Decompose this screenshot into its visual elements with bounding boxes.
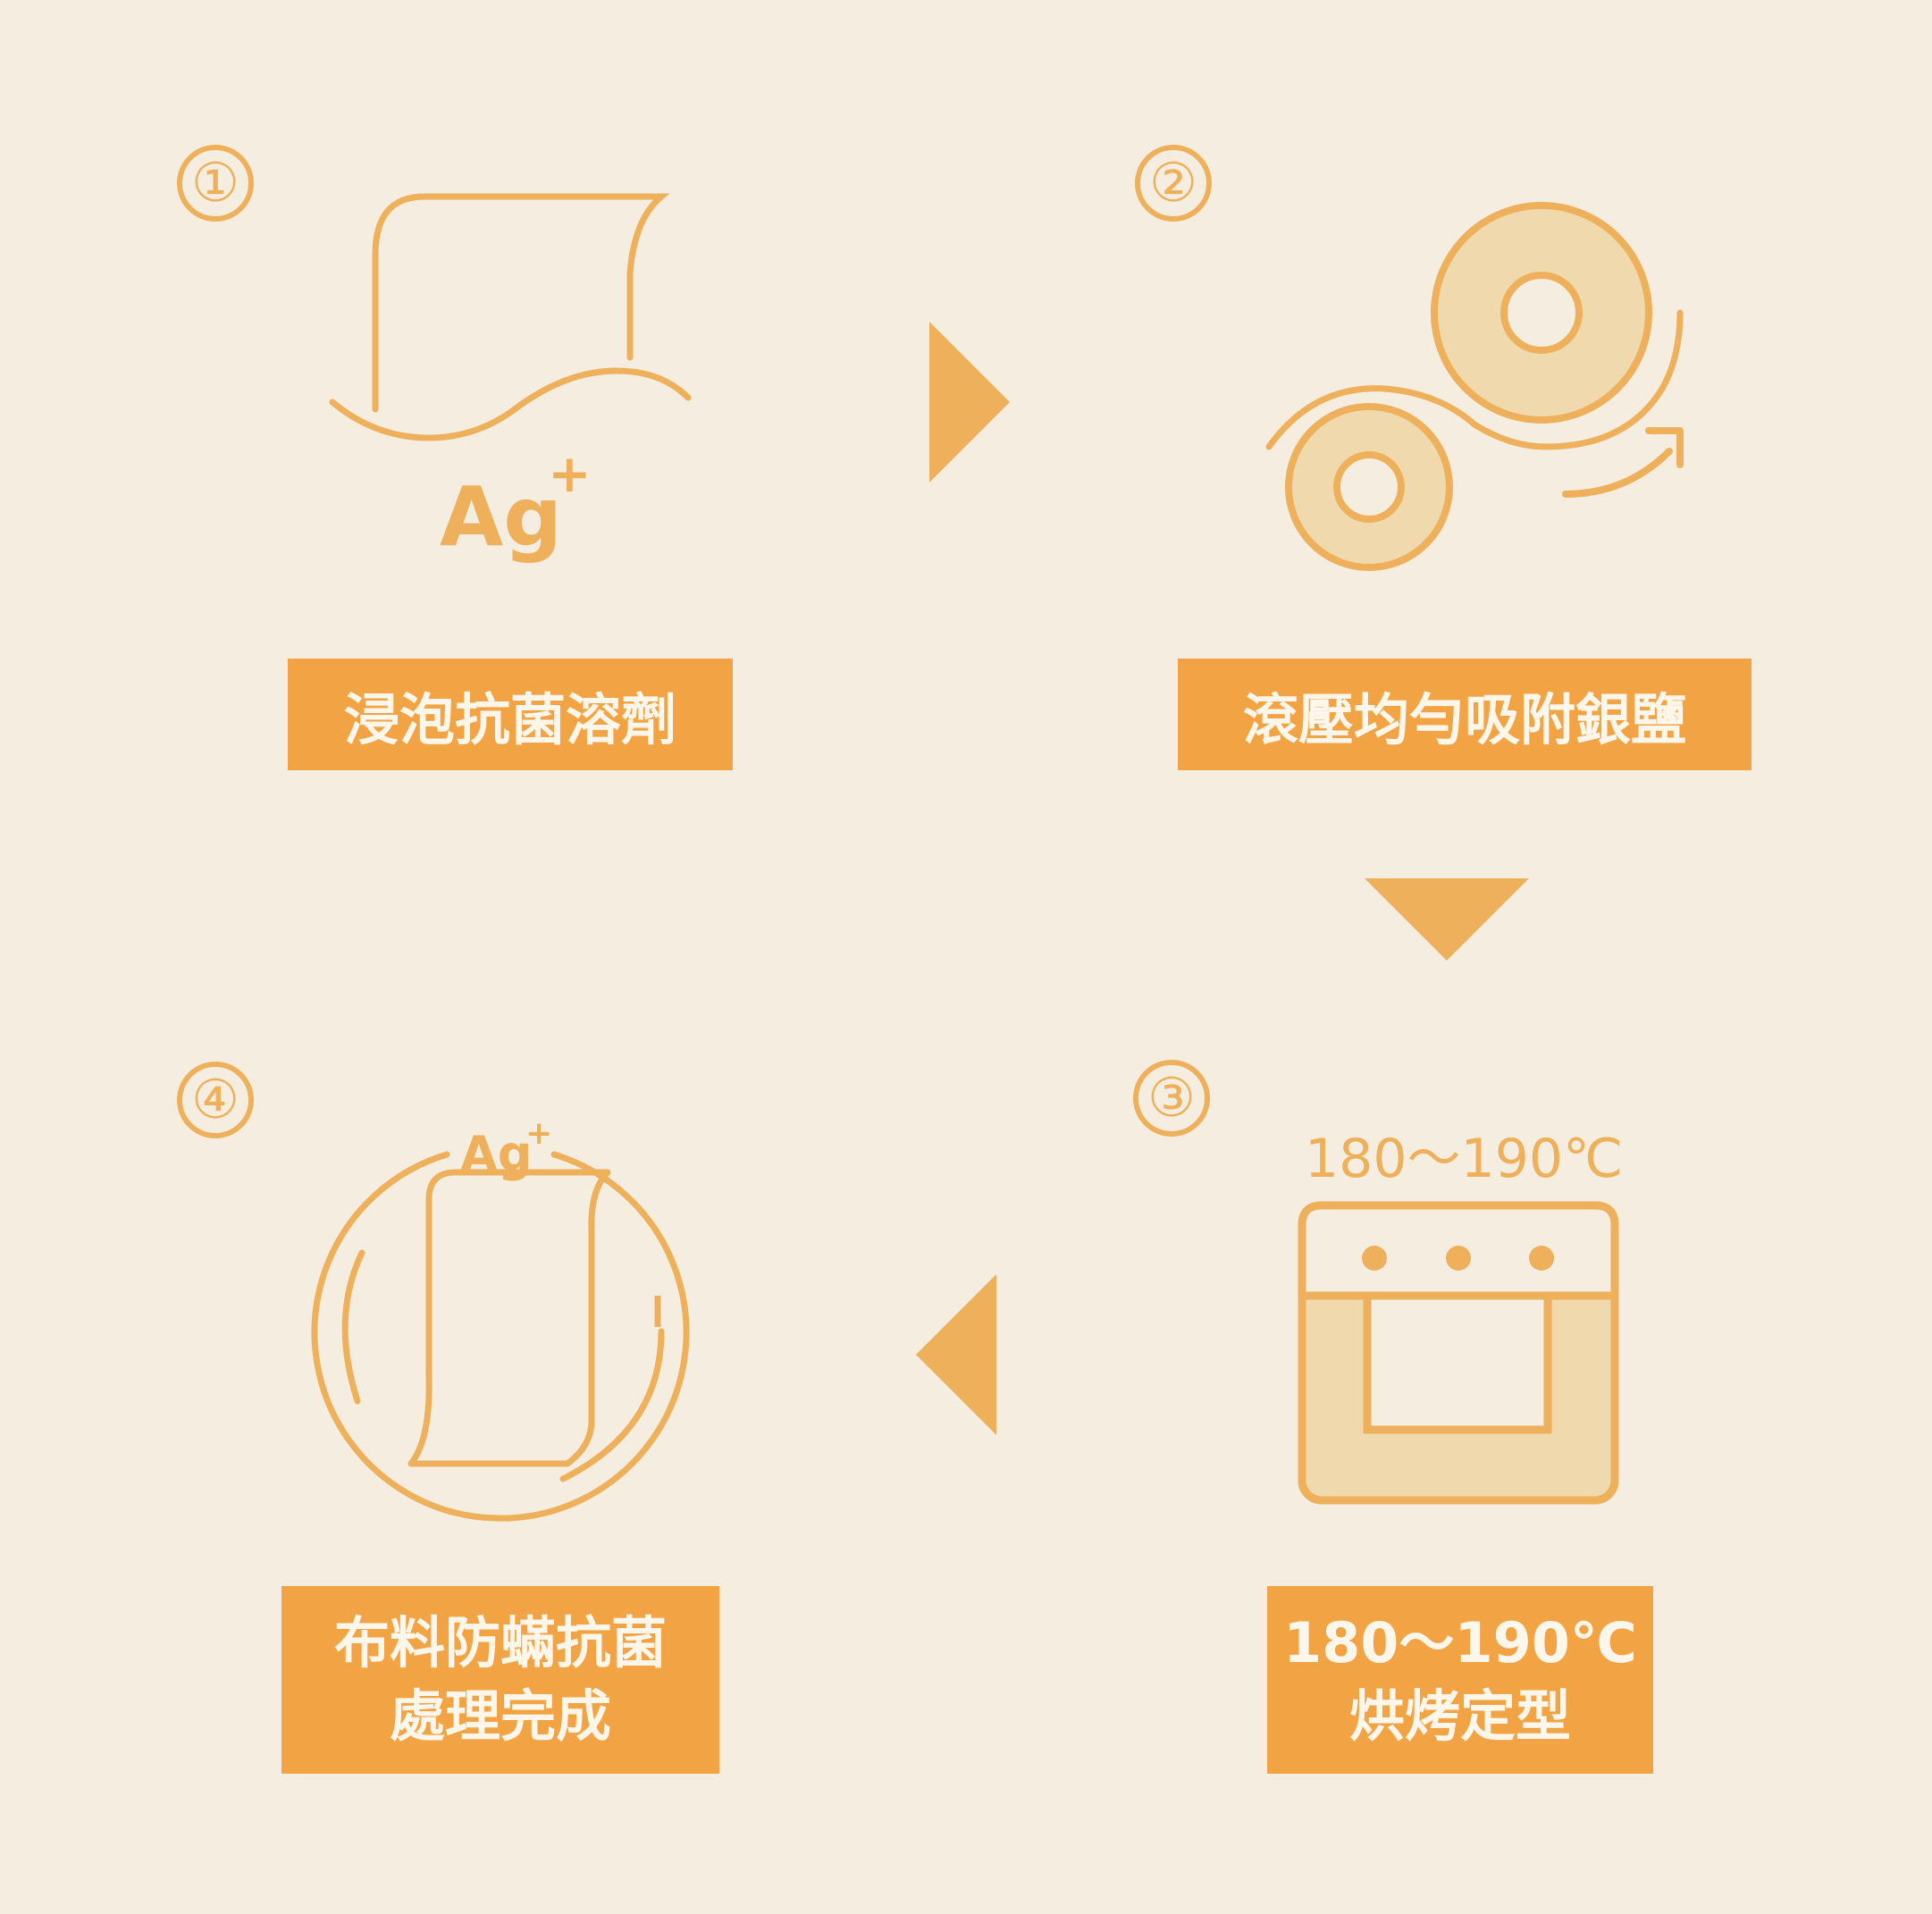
step-4-label-line2: 處理完成: [389, 1683, 611, 1749]
arrow-right-icon: [929, 322, 1010, 483]
step-1-label: 浸泡抗菌溶劑: [288, 659, 733, 770]
arrow-down-icon: [1365, 878, 1529, 961]
arrow-left-icon: [916, 1274, 996, 1435]
oven-temperature: 180～190℃: [1305, 1128, 1624, 1190]
step-2-label: 滾壓均勻吸附銀鹽: [1178, 659, 1751, 770]
step-2-label-text: 滾壓均勻吸附銀鹽: [1242, 686, 1686, 752]
step-1-label-text: 浸泡抗菌溶劑: [343, 686, 676, 752]
step-1-number: ①: [177, 145, 254, 222]
ion-label: Ag: [440, 469, 562, 565]
step-2-number: ②: [1135, 145, 1212, 222]
rollers-icon: [1265, 202, 1684, 571]
step-3-label-line1: 180～190℃: [1283, 1610, 1637, 1675]
step-3-label-line2: 烘烤定型: [1348, 1683, 1571, 1749]
ion-charge: +: [548, 443, 592, 504]
oven-icon: [1298, 1201, 1619, 1505]
step-3-label: 180～190℃ 烘烤定型: [1267, 1586, 1653, 1774]
ion-label: Ag: [460, 1126, 532, 1182]
step-4-label: 布料防蟎抗菌 處理完成: [281, 1586, 719, 1774]
step-4-number: ④: [177, 1062, 254, 1138]
ion-charge: +: [525, 1117, 552, 1152]
fabric-soak-icon: Ag +: [329, 193, 692, 565]
step-3-number: ③: [1133, 1060, 1210, 1137]
step-4-label-line1: 布料防蟎抗菌: [333, 1610, 667, 1675]
treated-fabric-icon: Ag +: [311, 1117, 690, 1522]
